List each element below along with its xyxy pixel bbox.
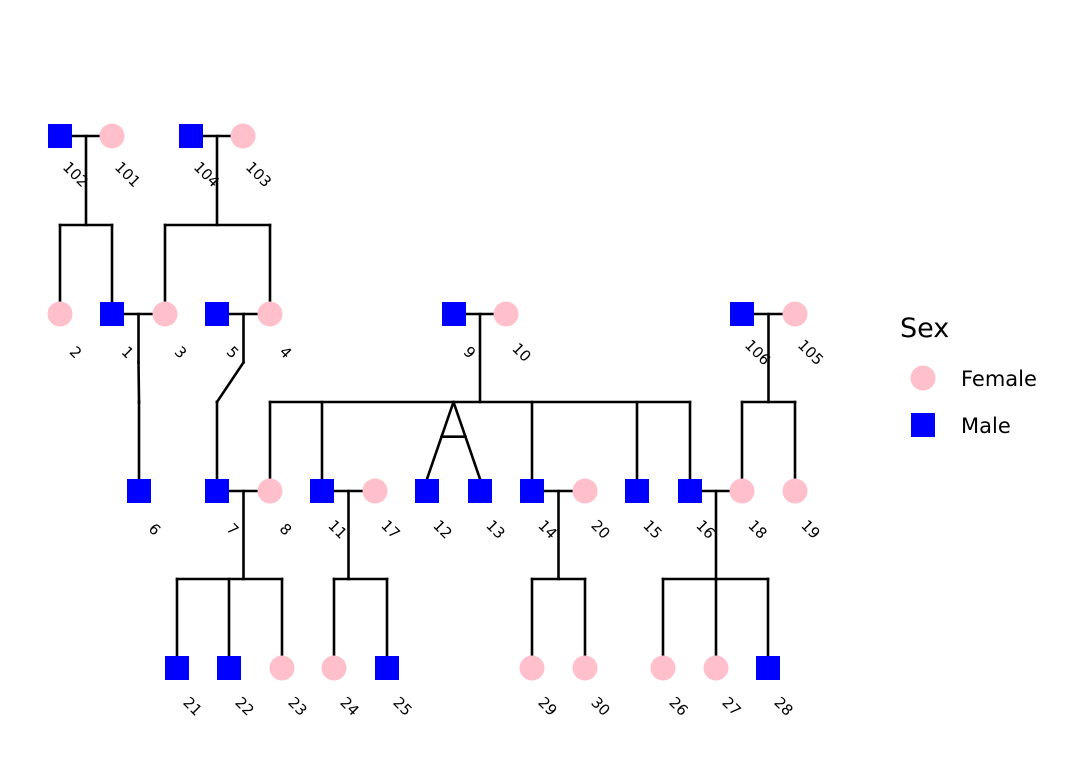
male-square-106 (730, 302, 754, 326)
male-square-16 (678, 479, 702, 503)
male-square-21 (165, 656, 189, 680)
individual-label-21: 21 (179, 693, 205, 719)
individual-label-9: 9 (460, 343, 479, 362)
individual-label-15: 15 (639, 516, 665, 542)
individual-label-13: 13 (482, 516, 508, 542)
individual-label-5: 5 (223, 343, 242, 362)
individual-label-26: 26 (665, 693, 691, 719)
individual-label-27: 27 (718, 693, 744, 719)
individual-label-7: 7 (223, 520, 242, 539)
individual-label-28: 28 (770, 693, 796, 719)
legend-male-label: Male (961, 414, 1011, 438)
female-circle-19 (782, 478, 808, 504)
male-square-102 (48, 124, 72, 148)
male-square-1 (100, 302, 124, 326)
individual-label-24: 24 (336, 693, 362, 719)
female-circle-4 (257, 301, 283, 327)
male-square-104 (179, 124, 203, 148)
male-square-14 (520, 479, 544, 503)
legend-title: Sex (900, 313, 949, 344)
individual-label-8: 8 (276, 520, 295, 539)
individual-label-6: 6 (145, 520, 164, 539)
individual-label-19: 19 (797, 516, 823, 542)
female-circle-10 (493, 301, 519, 327)
individual-label-30: 30 (587, 693, 613, 719)
individual-label-105: 105 (794, 336, 827, 369)
individual-label-18: 18 (744, 516, 770, 542)
individual-label-25: 25 (389, 693, 415, 719)
female-circle-101 (99, 123, 125, 149)
female-circle-30 (572, 655, 598, 681)
female-circle-24 (321, 655, 347, 681)
descent-connector-5-4 (215, 360, 246, 404)
male-square-11 (310, 479, 334, 503)
individual-label-22: 22 (231, 693, 257, 719)
female-circle-20 (572, 478, 598, 504)
female-circle-105 (782, 301, 808, 327)
individual-label-11: 11 (324, 516, 350, 542)
legend-male-symbol (911, 413, 935, 437)
individual-label-1: 1 (118, 343, 137, 362)
individual-label-23: 23 (284, 693, 310, 719)
individual-label-17: 17 (377, 516, 403, 542)
male-square-28 (756, 656, 780, 680)
pedigree-lines (58, 134, 797, 658)
individual-label-10: 10 (508, 339, 534, 365)
individual-label-2: 2 (66, 343, 85, 362)
individual-label-14: 14 (534, 516, 560, 542)
individual-label-4: 4 (276, 343, 295, 362)
male-square-9 (442, 302, 466, 326)
female-circle-3 (152, 301, 178, 327)
female-circle-17 (362, 478, 388, 504)
male-square-6 (127, 479, 151, 503)
male-square-5 (205, 302, 229, 326)
individual-label-101: 101 (111, 158, 144, 191)
female-circle-29 (519, 655, 545, 681)
male-square-22 (217, 656, 241, 680)
individual-label-103: 103 (242, 158, 275, 191)
female-circle-26 (650, 655, 676, 681)
individual-label-3: 3 (171, 343, 190, 362)
male-square-7 (205, 479, 229, 503)
twin-line-12 (425, 400, 456, 481)
male-square-12 (415, 479, 439, 503)
female-circle-27 (703, 655, 729, 681)
legend-female-symbol (910, 365, 936, 391)
female-circle-103 (230, 123, 256, 149)
descent-connector-1-3 (137, 361, 141, 404)
male-square-15 (625, 479, 649, 503)
individual-label-12: 12 (429, 516, 455, 542)
female-circle-8 (257, 478, 283, 504)
individual-label-20: 20 (587, 516, 613, 542)
male-square-25 (375, 656, 399, 680)
legend-female-label: Female (961, 367, 1037, 391)
female-circle-18 (729, 478, 755, 504)
female-circle-23 (269, 655, 295, 681)
pedigree-symbols (47, 123, 808, 681)
male-square-13 (468, 479, 492, 503)
legend: Sex Female Male (900, 313, 1037, 438)
twin-line-13 (451, 400, 482, 481)
individual-label-29: 29 (534, 693, 560, 719)
female-circle-2 (47, 301, 73, 327)
